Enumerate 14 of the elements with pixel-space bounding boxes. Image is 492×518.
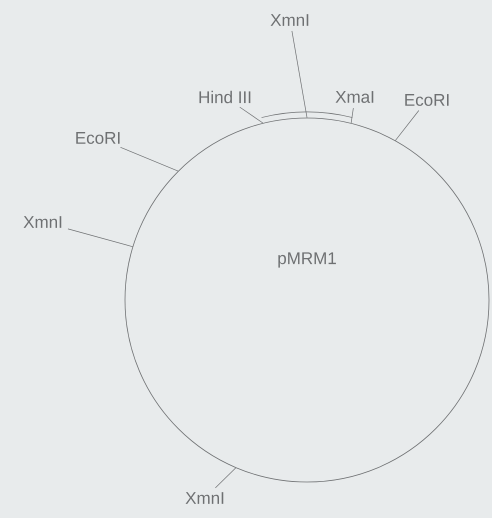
site-label: EcoRI — [76, 132, 120, 144]
leader-line — [68, 228, 133, 248]
leader-line — [350, 108, 354, 124]
site-label: XmnI — [186, 492, 224, 504]
site-label: XmaI — [336, 91, 374, 103]
leader-line — [395, 110, 420, 141]
site-label: XmnI — [270, 14, 308, 26]
leader-line — [292, 30, 308, 118]
leader-line — [215, 468, 236, 488]
site-label: EcoRI — [405, 94, 449, 106]
leader-line — [239, 106, 264, 124]
site-label: Hind III — [199, 90, 250, 104]
site-label: XmnI — [24, 216, 62, 228]
leader-line — [120, 146, 178, 172]
